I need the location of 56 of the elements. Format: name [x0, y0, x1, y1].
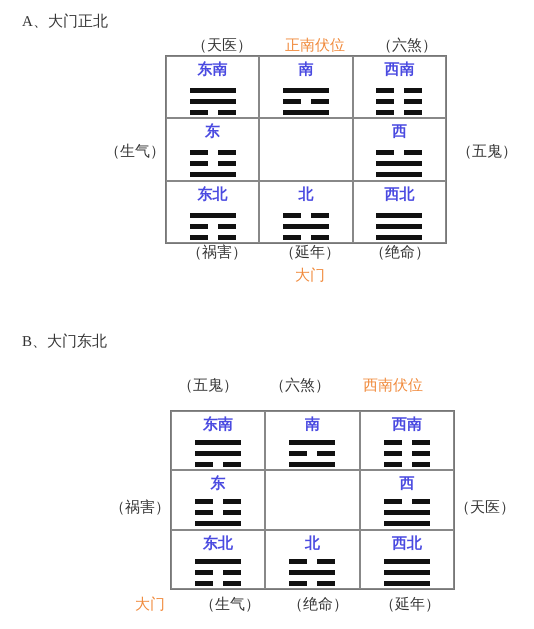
grid-cell: [352, 118, 446, 181]
position-label: （延年）: [380, 596, 440, 614]
grid-cell: [166, 180, 260, 243]
section-heading: B、大门东北: [22, 332, 108, 351]
direction-label: 东南: [203, 416, 234, 434]
direction-label: 东北: [203, 534, 234, 553]
section-heading: A、大门正北: [22, 12, 108, 31]
position-label: （六煞）: [270, 376, 330, 395]
position-label: （天医）: [192, 37, 252, 55]
direction-label: 西: [399, 475, 414, 494]
position-label: 大门: [135, 595, 165, 614]
position-label: 正南伏位: [285, 36, 345, 55]
direction-label: 西北: [384, 186, 414, 204]
grid-cell: [171, 530, 266, 589]
grid-cell: [166, 118, 260, 181]
grid-cell: [171, 411, 266, 470]
position-label: （生气）: [105, 142, 165, 161]
grid-cell: [166, 56, 260, 118]
position-label: （天医）: [455, 499, 515, 517]
grid-cell: [259, 118, 353, 181]
position-label: 大门: [295, 266, 325, 285]
grid-cell: [265, 411, 360, 470]
direction-label: 西: [392, 123, 407, 142]
grid-cell: [352, 180, 446, 243]
position-label: （祸害）: [110, 498, 170, 517]
grid-cell: [352, 56, 446, 118]
position-label: （祸害）: [187, 243, 247, 262]
direction-label: 东: [205, 123, 220, 142]
grid-cell: [360, 411, 454, 470]
direction-label: 西南: [392, 416, 422, 434]
direction-label: 南: [304, 416, 320, 434]
position-label: （绝命）: [370, 244, 430, 262]
grid-cell: [360, 530, 454, 589]
grid-cell: [265, 470, 360, 530]
direction-label: 南: [298, 61, 314, 79]
position-label: （绝命）: [288, 596, 348, 614]
direction-label: 东: [210, 475, 226, 494]
position-label: 西南伏位: [363, 376, 423, 395]
direction-label: 北: [304, 534, 320, 553]
position-label: （生气）: [200, 596, 260, 614]
trigram-grid: [165, 55, 447, 244]
direction-label: 北: [298, 186, 314, 204]
trigram-grid: [170, 410, 455, 590]
grid-cell: [171, 470, 266, 530]
direction-label: 西南: [384, 61, 414, 79]
grid-cell: [259, 56, 353, 118]
position-label: （五鬼）: [178, 377, 238, 395]
grid-cell: [259, 180, 353, 243]
direction-label: 东北: [198, 186, 228, 204]
position-label: （六煞）: [377, 36, 437, 55]
grid-cell: [265, 530, 360, 589]
position-label: （延年）: [280, 244, 340, 262]
direction-label: 西北: [392, 534, 422, 553]
grid-cell: [360, 470, 454, 530]
direction-label: 东南: [198, 61, 228, 79]
position-label: （五鬼）: [457, 143, 517, 161]
